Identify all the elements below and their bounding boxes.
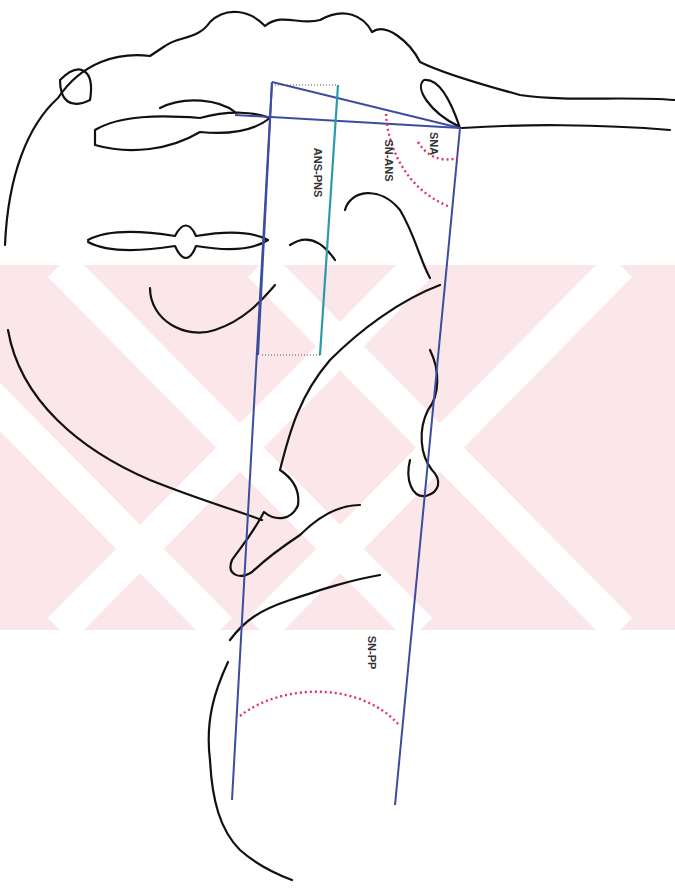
reference-lines — [232, 82, 460, 805]
sn-ans-arc — [386, 114, 448, 206]
hyoid-pharynx — [231, 285, 440, 576]
angle-arcs — [240, 114, 458, 726]
pns-line — [258, 82, 272, 355]
pterygoid-curve — [345, 193, 430, 278]
upper-molar-crown — [160, 100, 235, 112]
upper-incisor — [60, 70, 91, 104]
watermark-stroke — [260, 265, 620, 630]
watermark-x — [0, 265, 620, 630]
cervical-outline — [230, 575, 380, 640]
angle-label: SNA — [428, 131, 439, 154]
lower-molar — [88, 226, 268, 259]
upper-molar — [95, 113, 270, 150]
watermark — [0, 265, 675, 630]
sn-line — [272, 82, 460, 128]
mandible-border — [8, 330, 262, 520]
guide-lines — [262, 85, 338, 355]
guide-line — [262, 355, 320, 356]
angle-label: ANS-PNS — [312, 147, 323, 197]
ans-pns-line — [320, 85, 338, 355]
sn-extension-line — [232, 82, 272, 800]
nasal-line — [462, 125, 670, 130]
watermark-stroke — [0, 265, 220, 630]
skull-profile — [5, 12, 675, 245]
sn-pp-arc — [240, 692, 400, 726]
watermark-stroke — [260, 265, 620, 630]
vertebra-outline — [408, 350, 438, 496]
angle-label: SN-PP — [366, 635, 377, 669]
guide-line — [275, 85, 338, 86]
palatal-plane-line — [395, 128, 460, 805]
anatomy-outline — [5, 12, 675, 880]
watermark-band — [0, 265, 675, 630]
mandible-curve — [150, 285, 275, 333]
neck-outline — [209, 662, 292, 880]
angle-label: SN-ANS — [383, 139, 394, 181]
